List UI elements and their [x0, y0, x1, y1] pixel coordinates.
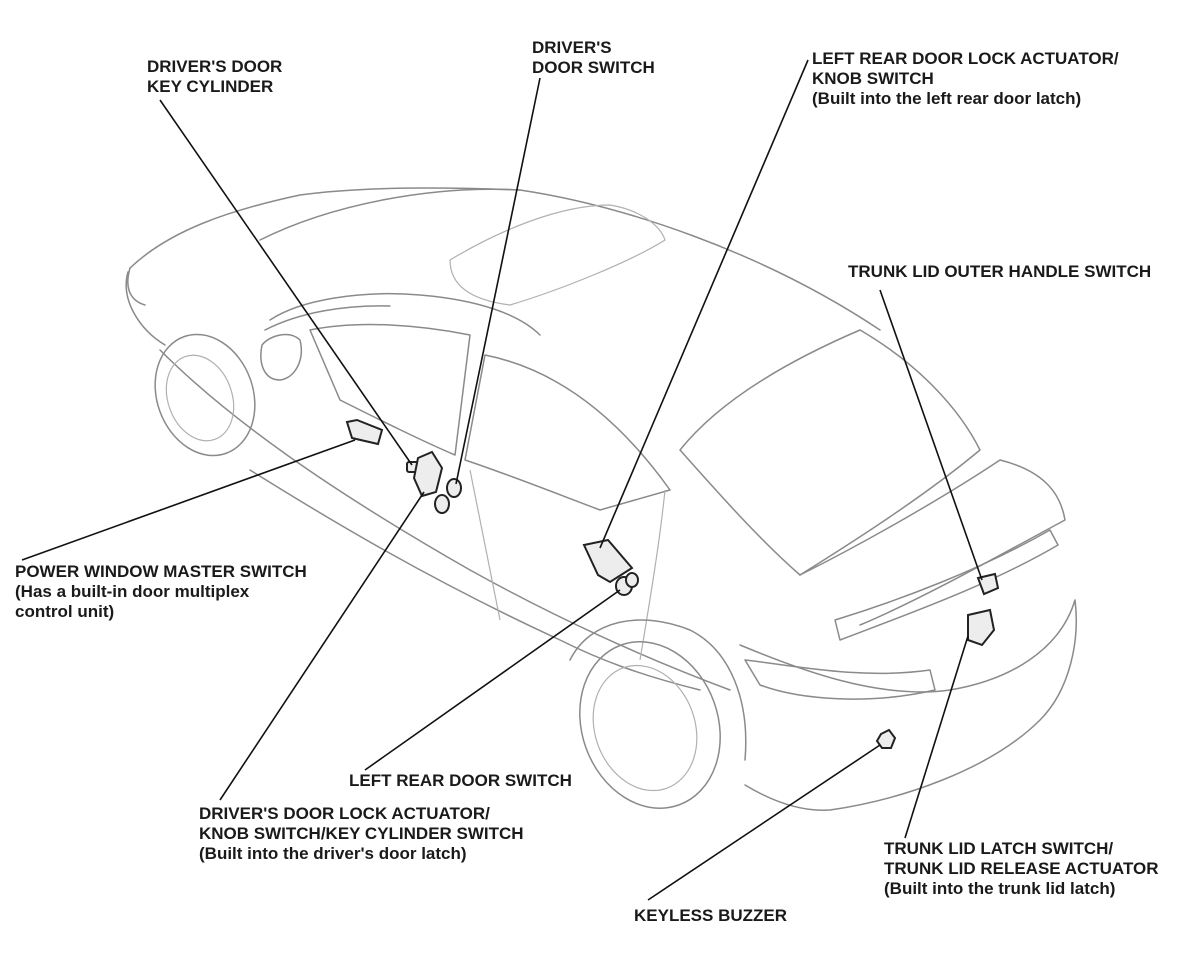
label-line: DRIVER'S DOOR	[147, 57, 283, 76]
label-line: KNOB SWITCH/KEY CYLINDER SWITCH	[199, 824, 524, 843]
label-line: DOOR SWITCH	[532, 58, 655, 77]
label-drivers-door-switch: DRIVER'S DOOR SWITCH	[532, 38, 655, 78]
label-line: (Has a built-in door multiplex	[15, 582, 250, 601]
drivers-door-lock-actuator-part	[412, 450, 450, 514]
power-window-master-switch-part	[345, 418, 384, 446]
drivers-door-switch-part	[446, 478, 462, 498]
leader-left-rear-door-lock-actuator	[599, 59, 809, 549]
trunk-lid-outer-handle-switch-part	[976, 572, 1000, 596]
label-line: KEYLESS BUZZER	[634, 906, 788, 925]
label-drivers-door-lock-actuator: DRIVER'S DOOR LOCK ACTUATOR/ KNOB SWITCH…	[199, 804, 524, 864]
label-left-rear-door-lock-actuator: LEFT REAR DOOR LOCK ACTUATOR/ KNOB SWITC…	[812, 49, 1119, 109]
leader-drivers-door-key-cylinder	[159, 99, 413, 466]
label-line: KEY CYLINDER	[147, 77, 274, 96]
leader-trunk-lid-outer-handle-switch	[879, 289, 983, 581]
trunk-lid-latch-switch-part	[967, 608, 996, 647]
label-power-window-master-switch: POWER WINDOW MASTER SWITCH (Has a built-…	[15, 562, 307, 622]
label-line: TRUNK LID RELEASE ACTUATOR	[884, 859, 1159, 878]
label-line: LEFT REAR DOOR LOCK ACTUATOR/	[812, 49, 1119, 68]
leader-drivers-door-switch	[455, 77, 541, 485]
leader-trunk-lid-latch-switch	[904, 635, 969, 839]
leader-drivers-door-lock-actuator	[219, 491, 425, 801]
label-line: TRUNK LID LATCH SWITCH/	[884, 839, 1114, 858]
label-line: DRIVER'S	[532, 38, 612, 57]
label-line: (Built into the left rear door latch)	[812, 89, 1082, 108]
label-line: (Built into the driver's door latch)	[199, 844, 467, 863]
label-line: KNOB SWITCH	[812, 69, 934, 88]
leader-keyless-buzzer	[647, 744, 881, 901]
label-left-rear-door-switch: LEFT REAR DOOR SWITCH	[349, 771, 572, 791]
leader-power-window-master-switch	[21, 439, 356, 561]
label-line: control unit)	[15, 602, 115, 621]
label-keyless-buzzer: KEYLESS BUZZER	[634, 906, 787, 926]
label-line: TRUNK LID OUTER HANDLE SWITCH	[848, 262, 1152, 281]
leader-left-rear-door-switch	[364, 589, 621, 771]
label-trunk-lid-outer-handle-switch: TRUNK LID OUTER HANDLE SWITCH	[848, 262, 1151, 282]
label-line: (Built into the trunk lid latch)	[884, 879, 1116, 898]
left-rear-door-lock-actuator-part	[582, 538, 634, 584]
car-body-outline	[125, 187, 1077, 811]
label-line: LEFT REAR DOOR SWITCH	[349, 771, 572, 790]
label-drivers-door-key-cylinder: DRIVER'S DOOR KEY CYLINDER	[147, 57, 282, 97]
label-line: POWER WINDOW MASTER SWITCH	[15, 562, 307, 581]
label-trunk-lid-latch-switch: TRUNK LID LATCH SWITCH/ TRUNK LID RELEAS…	[884, 839, 1159, 899]
keyless-buzzer-part	[875, 728, 897, 749]
label-line: DRIVER'S DOOR LOCK ACTUATOR/	[199, 804, 490, 823]
